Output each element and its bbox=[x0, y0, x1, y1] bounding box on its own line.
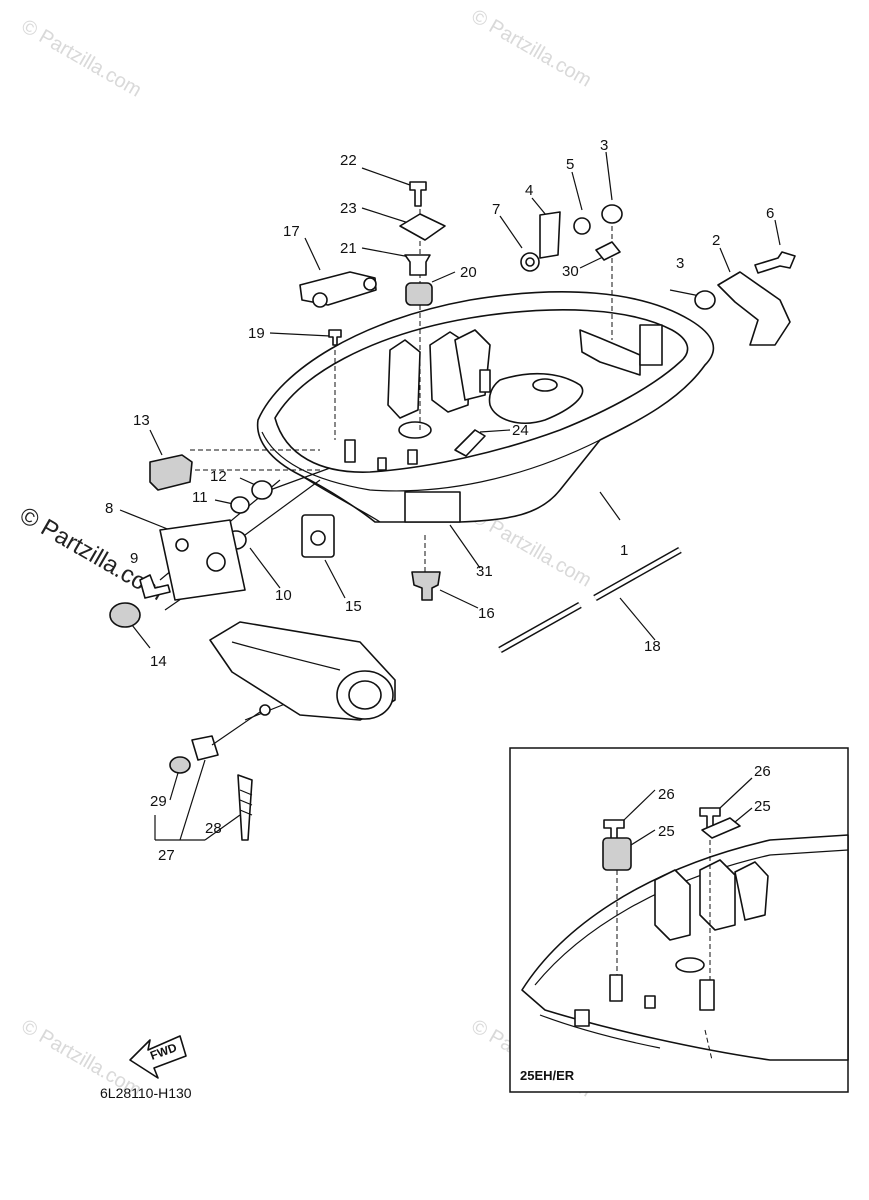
callout-26-right: 26 bbox=[754, 763, 771, 780]
diagram-code: 6L28110-H130 bbox=[100, 1085, 192, 1101]
callout-25-right: 25 bbox=[754, 798, 771, 815]
callout-11: 11 bbox=[192, 489, 208, 506]
callout-26: 26 bbox=[658, 786, 675, 803]
inset-25eh-er: 25EH/ER bbox=[509, 747, 849, 1093]
bottom-cowling bbox=[256, 291, 715, 601]
watermark: © Partzilla.com bbox=[18, 15, 146, 101]
callout-27: 27 bbox=[158, 847, 175, 864]
callout-12: 12 bbox=[210, 468, 227, 485]
callout-23: 23 bbox=[340, 200, 357, 217]
callout-20: 20 bbox=[460, 264, 477, 281]
callout-labels: 1 2 3 3 4 5 6 7 8 9 10 11 12 13 14 15 16… bbox=[105, 137, 774, 864]
callout-25: 25 bbox=[658, 823, 675, 840]
inset-title: 25EH/ER bbox=[520, 1068, 575, 1083]
callout-31: 31 bbox=[476, 563, 493, 580]
callout-24: 24 bbox=[512, 422, 529, 439]
callout-5: 5 bbox=[566, 156, 574, 173]
fwd-arrow-icon: FWD bbox=[129, 1035, 187, 1079]
callout-2: 2 bbox=[712, 232, 720, 249]
callout-17: 17 bbox=[283, 223, 300, 240]
callout-18: 18 bbox=[644, 638, 661, 655]
callout-14: 14 bbox=[150, 653, 167, 670]
callout-22: 22 bbox=[340, 152, 357, 169]
callout-29: 29 bbox=[150, 793, 167, 810]
callout-21: 21 bbox=[340, 240, 357, 257]
watermark: © Partzilla.com bbox=[468, 5, 596, 91]
callout-1: 1 bbox=[620, 542, 628, 559]
callout-3-lower: 3 bbox=[676, 255, 684, 272]
callout-6: 6 bbox=[766, 205, 774, 222]
callout-30: 30 bbox=[562, 263, 579, 280]
callout-3: 3 bbox=[600, 137, 608, 154]
callout-28: 28 bbox=[205, 820, 222, 837]
callout-7: 7 bbox=[492, 201, 500, 218]
callout-10: 10 bbox=[275, 587, 292, 604]
small-parts bbox=[109, 181, 796, 654]
callout-13: 13 bbox=[133, 412, 150, 429]
callout-15: 15 bbox=[345, 598, 362, 615]
callout-19: 19 bbox=[248, 325, 265, 342]
callout-9: 9 bbox=[130, 550, 138, 567]
callout-8: 8 bbox=[105, 500, 113, 517]
tiller-assembly bbox=[169, 621, 396, 841]
callout-16: 16 bbox=[478, 605, 495, 622]
callout-4: 4 bbox=[525, 182, 533, 199]
